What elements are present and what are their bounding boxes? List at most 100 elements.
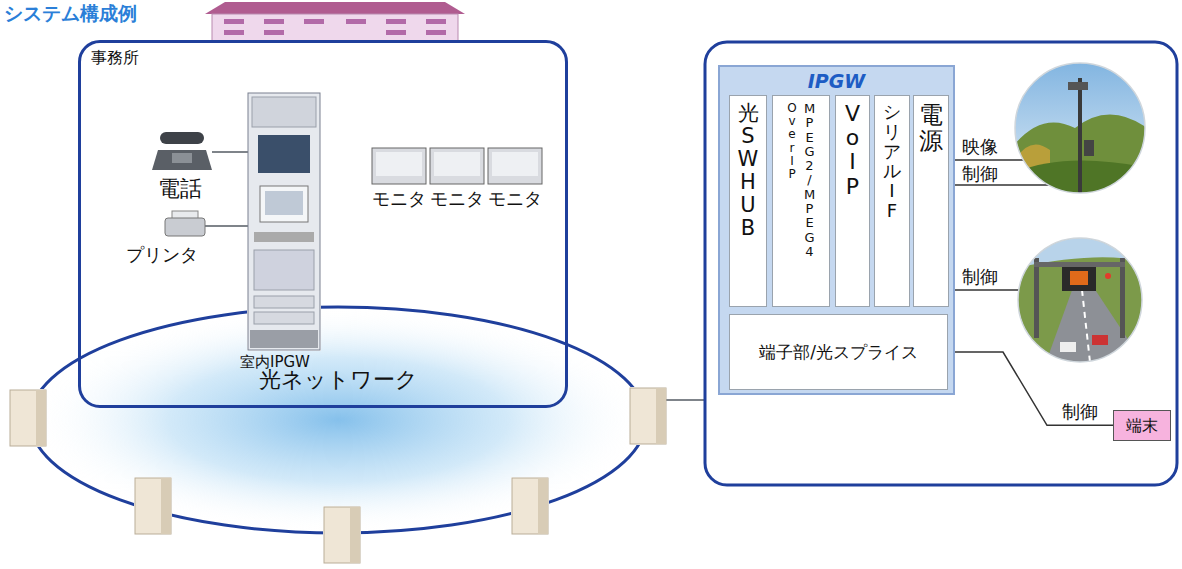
node-text-char: リ <box>883 122 901 142</box>
road-sign-scene <box>1015 235 1145 365</box>
monitor <box>492 152 538 176</box>
road-sign-scene <box>1092 335 1108 345</box>
printer <box>165 211 205 236</box>
office-building <box>205 2 465 41</box>
node-text-char: S <box>738 125 759 148</box>
camera-scene <box>1078 78 1082 198</box>
node-text-char: U <box>738 194 759 217</box>
node-text-char: P <box>842 175 864 199</box>
office-building <box>304 19 324 24</box>
road-sign-scene <box>1018 238 1142 362</box>
node-text-char: ア <box>883 142 901 162</box>
signal-lines <box>955 159 1023 161</box>
road-sign-scene <box>1015 235 1145 268</box>
ring-outline <box>28 305 648 535</box>
printer <box>165 218 205 236</box>
node-text-char: I <box>842 150 864 174</box>
signal-lines <box>955 184 1049 186</box>
node-text-char: E <box>803 131 816 145</box>
node-text-char: E <box>803 216 816 230</box>
camera-scene <box>1068 82 1088 90</box>
telephone <box>160 132 204 144</box>
node-text-char: 光 <box>738 102 759 125</box>
connector-line <box>948 352 1113 425</box>
wiring <box>205 225 248 227</box>
node-text-char: 源 <box>919 128 943 154</box>
node-text: MPEG2/MPEG4 <box>803 102 816 259</box>
node-text-char: 2 <box>803 159 816 173</box>
module-column: VoIP <box>835 95 870 307</box>
node-text-char: B <box>738 217 759 240</box>
node-text-char: ル <box>883 161 901 181</box>
node-text-char: O <box>786 102 798 115</box>
diagram-title: システム構成例 <box>4 2 137 25</box>
monitor <box>372 148 426 184</box>
road-sign-scene <box>1034 262 1125 267</box>
office-building <box>205 2 465 14</box>
equipment-rack <box>258 135 310 173</box>
node-text: IPGW <box>808 70 866 93</box>
road-sign-scene <box>1082 290 1090 362</box>
signal-label: 制御 <box>962 163 998 185</box>
node-text-char: 電 <box>919 102 943 128</box>
node-text-char: F <box>883 201 901 221</box>
module-column: 電源 <box>913 95 949 307</box>
text-row: Over IPMPEG2/MPEG4 <box>786 102 816 259</box>
road-sign-scene <box>1045 282 1145 365</box>
module-column: 光SWHUB <box>729 95 767 307</box>
monitor <box>376 152 422 176</box>
equipment-rack <box>260 186 308 222</box>
node-text-char: G <box>803 231 816 245</box>
node-text-char: o <box>842 126 864 150</box>
office-building <box>212 14 458 41</box>
telephone <box>152 132 212 170</box>
equipment-label: 室内IPGW <box>240 353 310 371</box>
telephone <box>172 153 192 163</box>
office-building <box>346 19 366 24</box>
node-text-char: G <box>803 145 816 159</box>
road-sign-scene <box>1034 258 1039 338</box>
node-text: シリアルIF <box>883 102 901 221</box>
camera-scene <box>1010 58 1150 200</box>
node-text: VoIP <box>842 102 864 199</box>
node-text-char: P <box>786 168 798 181</box>
terminal-box: 端末 <box>1113 410 1171 441</box>
module-column: シリアルIF <box>874 95 910 307</box>
ring-outline <box>30 307 646 533</box>
road-sign-scene <box>1070 271 1088 285</box>
node-text-char: I <box>883 181 901 201</box>
office-building <box>426 30 446 35</box>
terminal-block: 端子部/光スプライス <box>729 314 948 390</box>
optical-network-ring: 光ネットワーク <box>28 305 648 535</box>
equipment-rack <box>254 232 314 242</box>
road-sign-scene <box>1120 258 1125 338</box>
ring-outline <box>30 307 646 533</box>
road-sign-scene <box>1105 273 1111 279</box>
node-text: 事務所 <box>91 48 139 67</box>
node-text-char: / <box>803 173 816 187</box>
node-text-char: v <box>786 115 798 128</box>
ipgw-unit: IPGW光SWHUBOver IPMPEG2/MPEG4VoIPシリアルIF電源… <box>718 65 955 395</box>
signal-label: 映像 <box>962 136 998 158</box>
equipment-rack <box>265 191 303 215</box>
device-label: プリンタ <box>126 244 198 266</box>
node-text: 端末 <box>1126 416 1158 435</box>
signal-label: 制御 <box>962 266 998 288</box>
office-building <box>386 30 406 35</box>
wiring <box>666 399 705 401</box>
office-building <box>264 30 284 35</box>
node-text: 光SWHUB <box>738 102 759 241</box>
node-text-char: V <box>842 102 864 126</box>
office-building <box>224 30 244 35</box>
node-text-char: M <box>803 188 816 202</box>
road-sign-scene <box>1015 235 1145 365</box>
monitor <box>434 152 480 176</box>
module-column: Over IPMPEG2/MPEG4 <box>772 95 830 307</box>
node-text-char: I <box>786 155 798 168</box>
office-region: 事務所 <box>78 40 568 408</box>
monitor <box>430 148 484 184</box>
wiring <box>212 151 248 153</box>
device-label: モニタ <box>430 188 484 210</box>
signal-lines <box>955 289 1019 291</box>
